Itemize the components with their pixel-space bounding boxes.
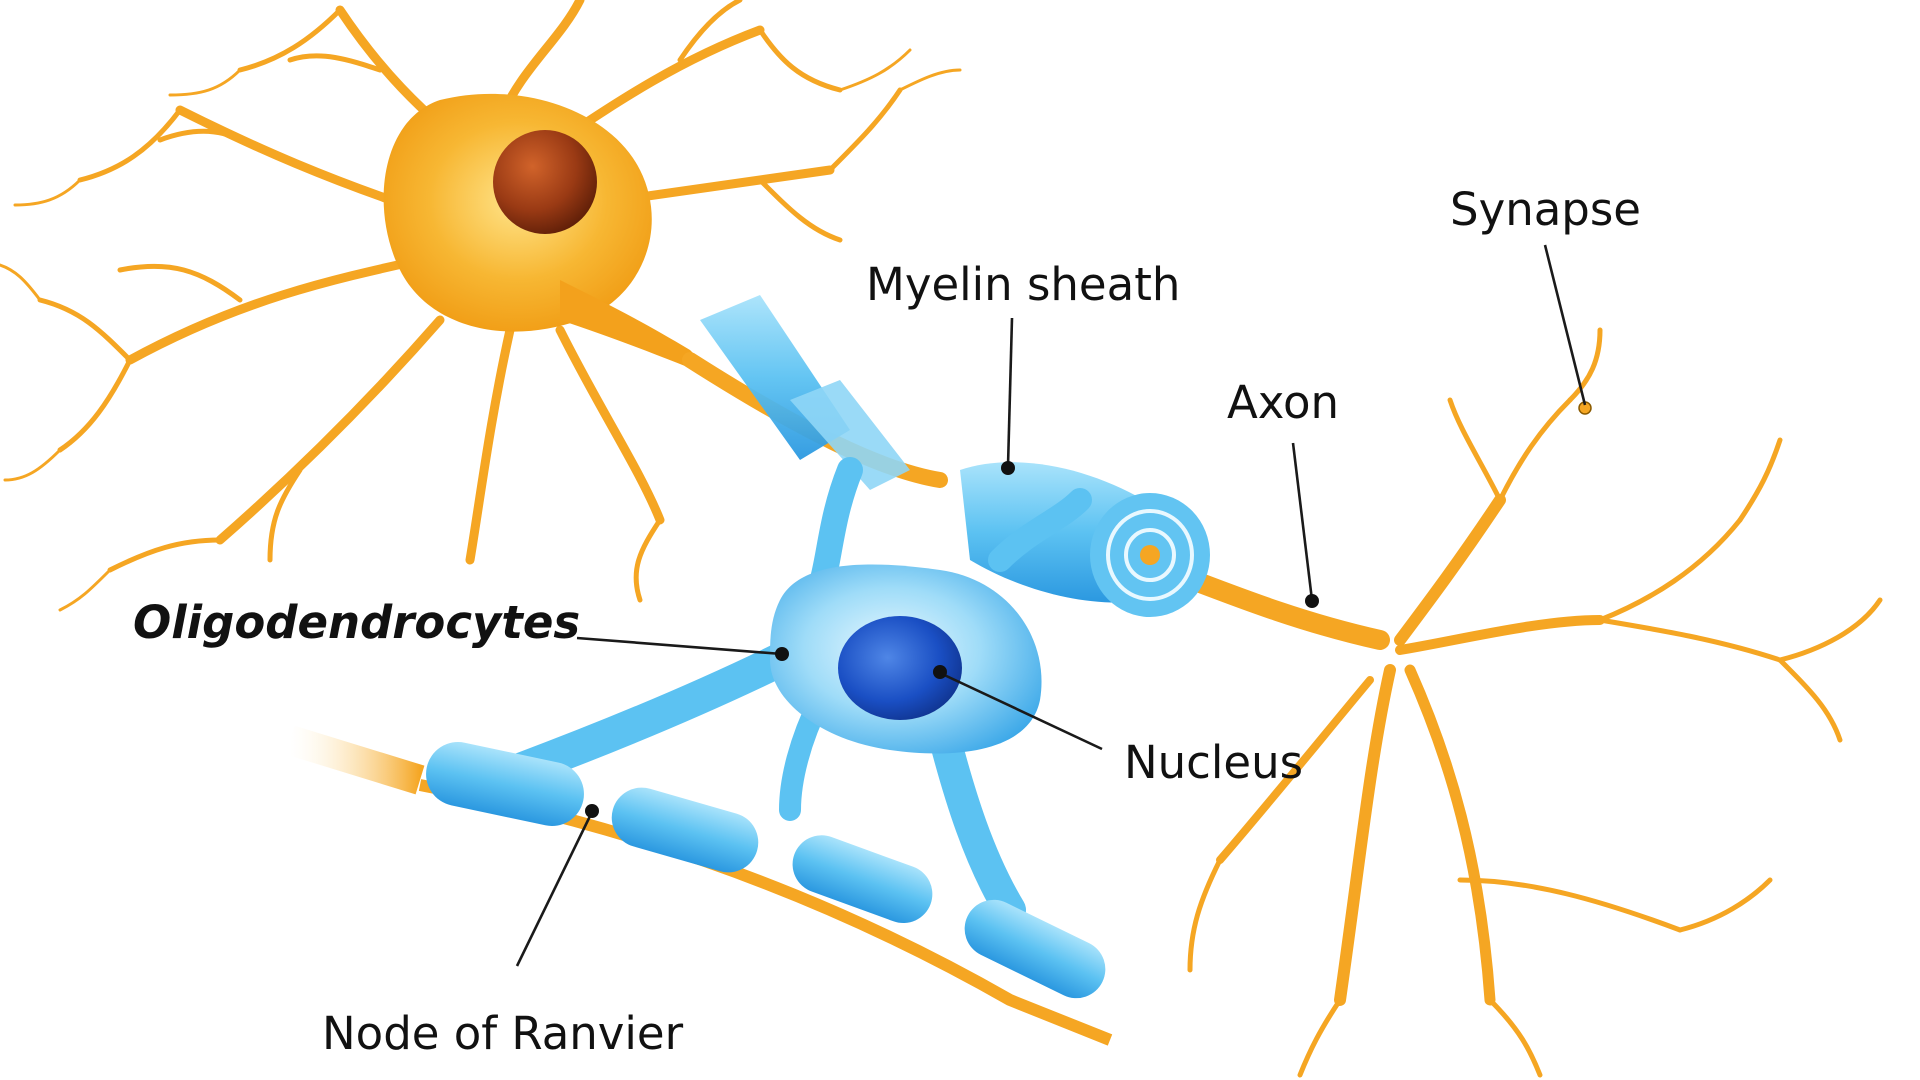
myelin-sheath-leader-line — [1006, 317, 1014, 467]
node-of-ranvier-leader-line — [515, 811, 594, 967]
myelin-sheath-segments — [700, 295, 1210, 617]
label-myelin-sheath: Myelin sheath — [866, 258, 1180, 311]
node-of-ranvier-leader-dot — [585, 804, 599, 818]
neuron-nucleus — [493, 130, 597, 234]
oligodendrocytes-leader-dot — [775, 647, 789, 661]
label-oligodendrocytes: Oligodendrocytes — [133, 596, 580, 649]
oligodendrocytes-leader-line — [576, 636, 783, 656]
label-axon: Axon — [1227, 376, 1339, 429]
axon-leader-dot — [1305, 594, 1319, 608]
nucleus-leader-dot — [933, 665, 947, 679]
label-nucleus: Nucleus — [1124, 736, 1303, 789]
oligodendrocyte-nucleus — [838, 616, 962, 720]
label-synapse: Synapse — [1450, 183, 1641, 236]
axon-terminal-fine-branches — [1187, 327, 1883, 1078]
axon-terminal-branches — [1216, 494, 1605, 1006]
axon-leader-line — [1291, 442, 1314, 601]
synapse-leader-line — [1543, 244, 1587, 406]
label-node-of-ranvier: Node of Ranvier — [322, 1007, 684, 1060]
myelin-sheath-leader-dot — [1001, 461, 1015, 475]
lower-myelin-segments — [426, 742, 1106, 999]
leader-lines — [515, 244, 1587, 967]
nucleus-leader-line — [939, 671, 1103, 751]
neuron-dendrites-left — [0, 0, 962, 612]
